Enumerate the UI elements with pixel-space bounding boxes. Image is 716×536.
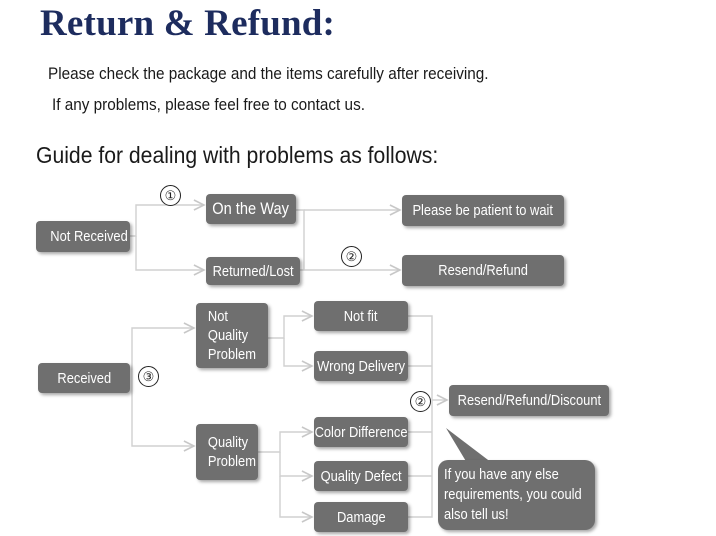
connector-to-damage [279,476,312,517]
returned-lost-box: Returned/Lost [206,257,300,285]
step-marker-3: ③ [138,366,159,387]
page-title: Return & Refund: [40,3,336,44]
not-fit-box: Not fit [314,301,408,331]
on-the-way-box: On the Way [206,194,296,224]
wrong-delivery-box: Wrong Delivery [314,351,408,381]
connector-to-not-fit [268,316,312,339]
quality-defect-box: Quality Defect [314,461,408,491]
intro-line-1: Please check the package and the items c… [48,64,489,83]
bubble-text: If you have any else requirements, you c… [444,466,582,523]
connector-to-not-quality [131,328,194,378]
guide-heading: Guide for dealing with problems as follo… [36,142,439,168]
intro-line-2: If any problems, please feel free to con… [52,95,365,114]
connector-collector [408,315,433,518]
connector-to-wrong-delivery [283,338,312,366]
bubble-tail [446,428,496,468]
connector-to-quality [131,378,194,446]
received-box: Received [38,363,130,393]
requirements-bubble: If you have any else requirements, you c… [438,460,595,530]
damage-box: Damage [314,502,408,532]
connector-collector-stubs [408,365,432,477]
step-marker-1: ① [160,185,181,206]
quality-problem-box: Quality Problem [196,424,258,480]
step-marker-2-bottom: ② [410,391,431,412]
color-difference-box: Color Difference [314,417,408,447]
resend-refund-box: Resend/Refund [402,255,564,286]
not-received-box: Not Received [36,221,130,252]
connector-to-returned-lost [135,236,204,270]
resend-refund-discount-box: Resend/Refund/Discount [449,385,609,416]
connector-to-quality-defect [279,452,312,476]
not-quality-problem-box: Not Quality Problem [196,303,268,368]
connector-to-on-the-way [130,205,204,237]
connector-to-color-difference [258,432,312,453]
step-marker-2-top: ② [341,246,362,267]
patient-wait-box: Please be patient to wait [402,195,564,226]
